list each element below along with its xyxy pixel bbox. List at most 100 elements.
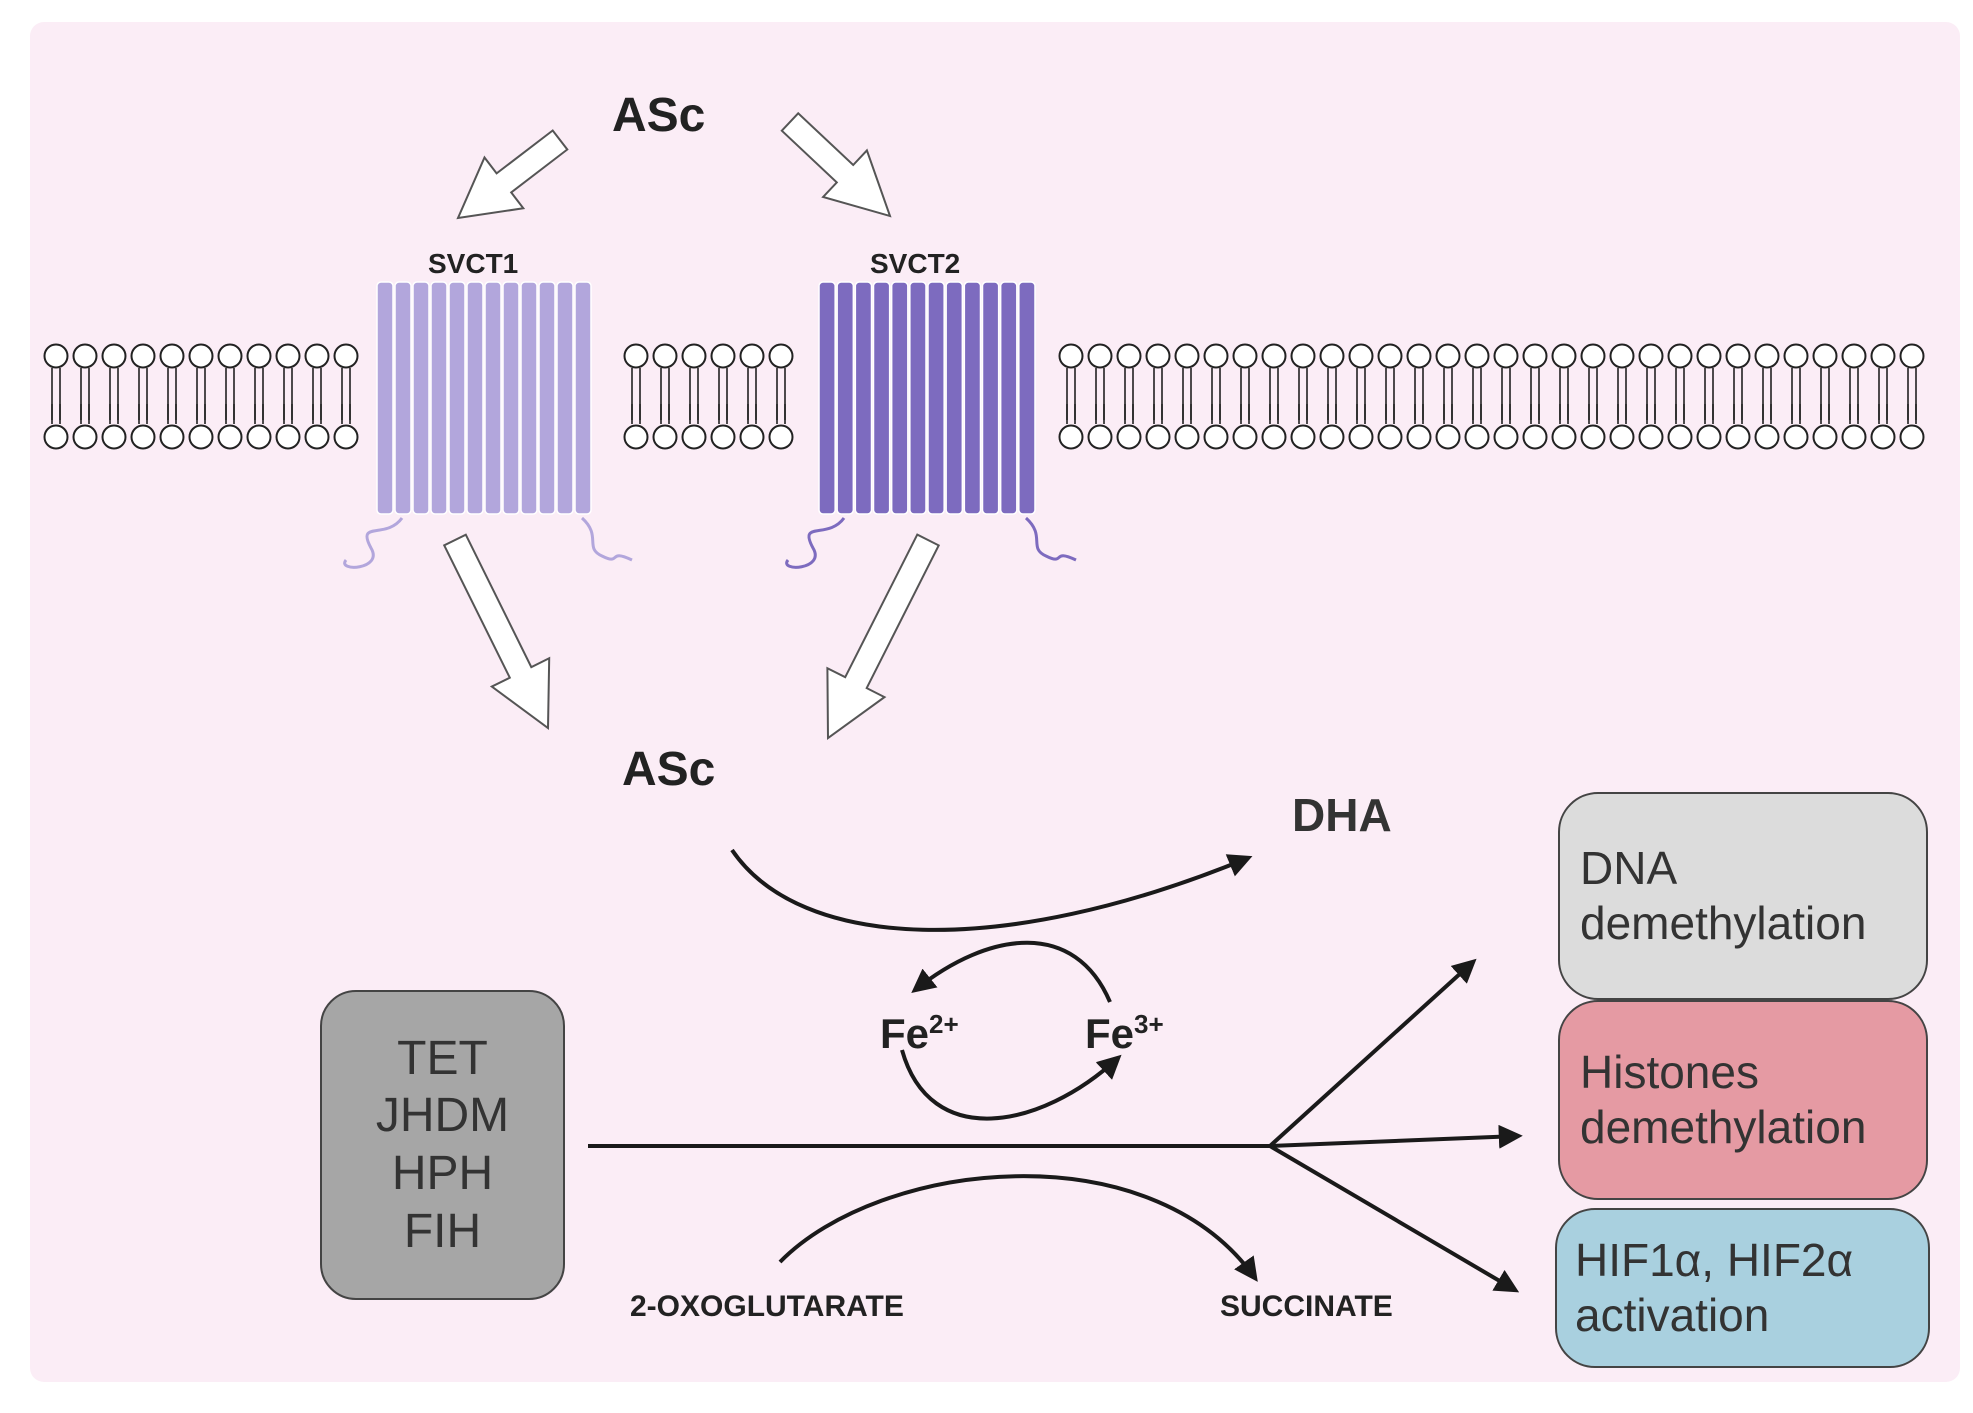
lipid-head (1638, 343, 1664, 369)
transmembrane-helix (448, 281, 466, 515)
lipid-head (1232, 343, 1258, 369)
lipid-tail (1414, 404, 1424, 424)
lipid-tail (109, 404, 119, 424)
lipid-head (1696, 424, 1722, 450)
lipid-head (246, 343, 272, 369)
lipid-head (1290, 343, 1316, 369)
lipid-head (1812, 424, 1838, 450)
transmembrane-helix (836, 281, 855, 515)
transmembrane-helix (1018, 281, 1036, 515)
lipid-pair (1232, 343, 1258, 450)
lipid-pair (1406, 343, 1432, 450)
lipid-head (1261, 424, 1287, 450)
fe3-to-fe2-arrow (911, 940, 1112, 1003)
lipid-head (1725, 424, 1751, 450)
n-terminal-tail (785, 517, 846, 569)
lipid-head (1145, 343, 1171, 369)
lipid-head (710, 424, 736, 450)
lipid-head (72, 343, 98, 369)
lipid-pair (1174, 343, 1200, 450)
transmembrane-helix (574, 281, 592, 515)
lipid-pair (188, 343, 214, 450)
lipid-head (1899, 424, 1925, 450)
lipid-head (1493, 424, 1519, 450)
lipid-head (1580, 343, 1606, 369)
lipid-head (1493, 343, 1519, 369)
transmembrane-helix (394, 281, 412, 515)
lipid-head (43, 343, 69, 369)
fe2-charge: 2+ (929, 1009, 959, 1039)
lipid-tail (138, 404, 148, 424)
lipid-tail (747, 404, 757, 424)
lipid-head (768, 343, 794, 369)
lipid-tail (1530, 404, 1540, 424)
lipid-tail (196, 404, 206, 424)
lipid-head (739, 343, 765, 369)
dna-line-2: demethylation (1580, 897, 1867, 949)
dna-demethylation-box: DNA demethylation (1558, 792, 1928, 1000)
lipid-head (1174, 424, 1200, 450)
lipid-head (217, 343, 243, 369)
lipid-head (623, 424, 649, 450)
lipid-pair (1145, 343, 1171, 450)
transmembrane-helix (999, 281, 1018, 515)
lipid-head (1406, 343, 1432, 369)
lipid-head (217, 424, 243, 450)
hif-activation-box: HIF1α, HIF2α activation (1555, 1208, 1930, 1368)
lipid-head (1464, 424, 1490, 450)
lipid-pair (1464, 343, 1490, 450)
lipid-pair (1812, 343, 1838, 450)
lipid-head (652, 424, 678, 450)
lipid-pair (1203, 343, 1229, 450)
oxoglutarate-to-succinate-arrow (778, 1174, 1258, 1282)
transmembrane-helix (963, 281, 982, 515)
lipid-head (1667, 424, 1693, 450)
lipid-pair (101, 343, 127, 450)
svct1-to-cytosol-arrow (442, 533, 551, 730)
lipid-head (1899, 343, 1925, 369)
lipid-head (101, 343, 127, 369)
lipid-pair (768, 343, 794, 450)
enzyme-tet: TET (397, 1031, 488, 1085)
transmembrane-helix (556, 281, 574, 515)
lipid-tail (631, 404, 641, 424)
lipid-pair (1319, 343, 1345, 450)
succinate-label: SUCCINATE (1220, 1290, 1393, 1323)
dna-line-1: DNA (1580, 841, 1678, 894)
histones-line-1: Histones (1580, 1045, 1759, 1098)
svct2-transporter (785, 281, 1077, 569)
lipid-tail (1617, 404, 1627, 424)
lipid-pair (1261, 343, 1287, 450)
svct2-label: SVCT2 (870, 248, 961, 279)
lipid-head (1203, 343, 1229, 369)
lipid-head (1058, 343, 1084, 369)
lipid-head (1638, 424, 1664, 450)
c-terminal-tail (1024, 516, 1077, 562)
lipid-head (1203, 424, 1229, 450)
lipid-head (1609, 424, 1635, 450)
enzyme-fih: FIH (403, 1204, 482, 1258)
lipid-head (1464, 343, 1490, 369)
lipid-head (768, 424, 794, 450)
lipid-tail (1907, 404, 1917, 424)
lipid-head (1609, 343, 1635, 369)
oxoglutarate-label: 2-OXOGLUTARATE (630, 1290, 904, 1323)
lipid-pair (1899, 343, 1925, 450)
lipid-pair (1870, 343, 1896, 450)
histones-demethylation-box: Histones demethylation (1558, 1000, 1928, 1200)
lipid-head (1580, 424, 1606, 450)
n-terminal-tail (343, 517, 404, 569)
lipid-pair (217, 343, 243, 450)
lipid-pair (1783, 343, 1809, 450)
lipid-pair (1638, 343, 1664, 450)
lipid-head (1783, 424, 1809, 450)
lipid-head (304, 343, 330, 369)
lipid-head (1870, 424, 1896, 450)
lipid-head (1087, 343, 1113, 369)
lipid-pair (1580, 343, 1606, 450)
lipid-pair (623, 343, 649, 450)
lipid-pair (43, 343, 69, 450)
lipid-pair (1522, 343, 1548, 450)
lipid-tail (1472, 404, 1482, 424)
lipid-tail (51, 404, 61, 424)
